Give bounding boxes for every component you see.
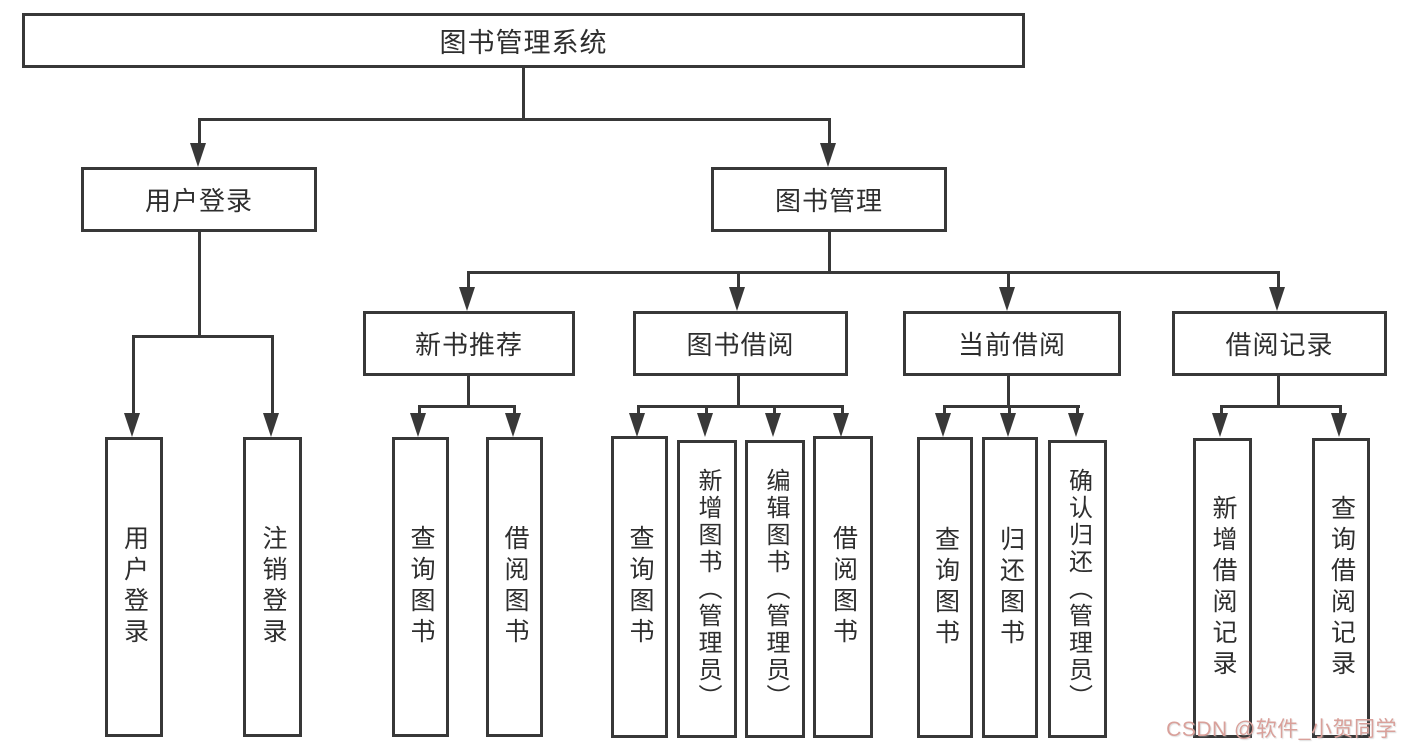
connector-line	[1008, 405, 1011, 417]
arrow-down-icon	[410, 413, 426, 437]
node-current-borrowing: 当前借阅	[903, 311, 1121, 376]
connector-line	[737, 376, 740, 408]
leaf-borrowing-query-book: 查询图书	[611, 436, 668, 738]
leaf-query-borrow-record: 查询借阅记录	[1312, 438, 1370, 738]
connector-line	[943, 405, 946, 417]
leaf-recommend-borrow-book: 借阅图书	[486, 437, 543, 737]
connector-line	[467, 376, 470, 408]
arrow-down-icon	[729, 287, 745, 311]
connector-line	[943, 405, 1080, 408]
leaf-borrowing-borrow-book: 借阅图书	[813, 436, 873, 738]
node-new-book-recommend: 新书推荐	[363, 311, 575, 376]
arrow-down-icon	[1000, 413, 1016, 437]
node-label: 用户登录	[144, 186, 253, 216]
arrow-down-icon	[765, 413, 781, 437]
connector-line	[1007, 271, 1010, 289]
connector-line	[522, 68, 525, 120]
arrow-down-icon	[999, 287, 1015, 311]
leaf-label: 借阅图书	[829, 525, 858, 649]
leaf-confirm-return-admin: 确认归还（管理员）	[1048, 440, 1107, 738]
arrow-down-icon	[1068, 413, 1084, 437]
connector-line	[1277, 271, 1280, 289]
leaf-label: 用户登录	[120, 525, 149, 649]
arrow-down-icon	[1269, 287, 1285, 311]
connector-line	[1076, 405, 1079, 417]
connector-line	[737, 271, 740, 289]
leaf-label: 查询借阅记录	[1327, 495, 1356, 681]
connector-line	[1220, 405, 1223, 417]
node-label: 图书借阅	[686, 330, 795, 360]
connector-line	[418, 405, 421, 417]
leaf-return-book: 归还图书	[982, 437, 1038, 738]
node-label: 图书管理	[774, 186, 883, 216]
node-borrowing-records: 借阅记录	[1172, 311, 1387, 376]
leaf-label: 编辑图书（管理员）	[762, 467, 789, 711]
leaf-recommend-query-book: 查询图书	[392, 437, 449, 737]
node-label: 当前借阅	[957, 330, 1066, 360]
node-label: 新书推荐	[414, 330, 523, 360]
connector-line	[1007, 376, 1010, 408]
arrow-down-icon	[505, 413, 521, 437]
connector-line	[1339, 405, 1342, 417]
arrow-down-icon	[935, 413, 951, 437]
connector-line	[132, 335, 274, 338]
node-book-borrowing: 图书借阅	[633, 311, 848, 376]
connector-line	[828, 232, 831, 274]
leaf-add-book-admin: 新增图书（管理员）	[677, 440, 737, 738]
connector-line	[513, 405, 516, 417]
node-label: 图书管理系统	[439, 28, 608, 58]
leaf-label: 注销登录	[259, 525, 287, 649]
leaf-user-login: 用户登录	[105, 437, 163, 737]
arrow-down-icon	[833, 413, 849, 437]
arrow-down-icon	[263, 413, 279, 437]
leaf-label: 确认归还（管理员）	[1064, 467, 1092, 711]
leaf-label: 查询图书	[626, 525, 654, 649]
connector-line	[198, 232, 201, 338]
leaf-logout: 注销登录	[243, 437, 302, 737]
leaf-label: 借阅图书	[501, 525, 529, 649]
node-library-management-system: 图书管理系统	[22, 13, 1025, 68]
connector-line	[198, 118, 201, 146]
connector-line	[198, 118, 831, 121]
arrow-down-icon	[124, 413, 140, 437]
leaf-edit-book-admin: 编辑图书（管理员）	[745, 440, 805, 738]
leaf-label: 新增图书（管理员）	[694, 467, 721, 711]
connector-line	[132, 335, 135, 415]
node-label: 借阅记录	[1225, 330, 1334, 360]
arrow-down-icon	[1331, 413, 1347, 437]
connector-line	[1220, 405, 1342, 408]
leaf-label: 查询图书	[407, 525, 435, 649]
connector-line	[271, 335, 274, 415]
leaf-label: 新增借阅记录	[1209, 495, 1237, 681]
leaf-current-query-book: 查询图书	[917, 437, 973, 738]
node-user-login: 用户登录	[81, 167, 317, 232]
connector-line	[1277, 376, 1280, 408]
connector-line	[705, 405, 708, 417]
arrow-down-icon	[820, 143, 836, 167]
connector-line	[637, 405, 640, 417]
arrow-down-icon	[629, 413, 645, 437]
connector-line	[828, 118, 831, 146]
arrow-down-icon	[459, 287, 475, 311]
leaf-label: 查询图书	[931, 525, 960, 650]
arrow-down-icon	[190, 143, 206, 167]
connector-line	[841, 405, 844, 417]
connector-line	[418, 405, 516, 408]
connector-line	[773, 405, 776, 417]
leaf-label: 归还图书	[996, 525, 1025, 650]
connector-line	[467, 271, 1280, 274]
connector-line	[467, 271, 470, 289]
leaf-add-borrow-record: 新增借阅记录	[1193, 438, 1252, 738]
arrow-down-icon	[697, 413, 713, 437]
connector-line	[637, 405, 844, 408]
arrow-down-icon	[1212, 413, 1228, 437]
node-book-management: 图书管理	[711, 167, 947, 232]
csdn-watermark: CSDN @软件_小贺同学	[1166, 718, 1397, 741]
